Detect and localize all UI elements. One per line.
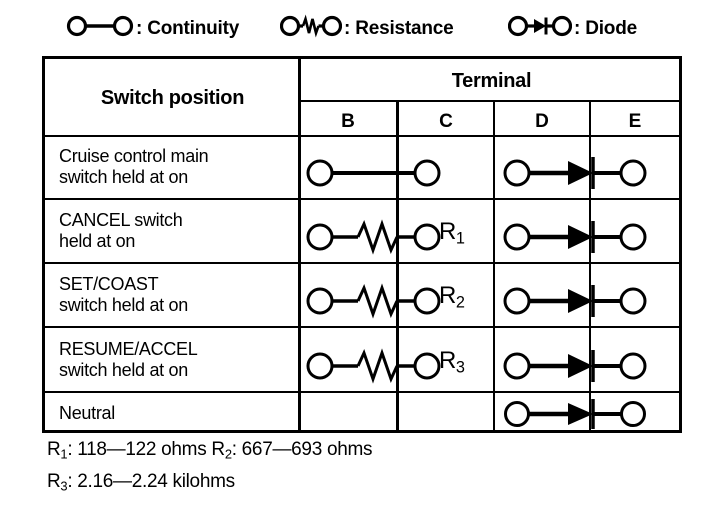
header-terminal-e: E <box>628 110 642 132</box>
row2-diode-symbol-de <box>500 215 650 264</box>
row4-resistance-tag: R3 <box>439 347 465 378</box>
header-terminal-b: B <box>341 110 355 132</box>
row-label-neutral: Neutral <box>59 403 299 424</box>
header-terminal-c: C <box>439 110 453 132</box>
resistance-tag-index: 3 <box>455 358 465 377</box>
legend-label-diode: : Diode <box>574 18 637 39</box>
row-label-line2: switch held at on <box>59 360 188 380</box>
row4-diode-symbol-de <box>500 344 650 393</box>
continuity-symbol <box>66 12 134 45</box>
row-label-line1: Cruise control main <box>59 146 209 166</box>
resistance-tag-index: 2 <box>455 293 465 312</box>
divider-b-c <box>396 100 399 430</box>
row-label-set-coast: SET/COAST switch held at on <box>59 274 299 316</box>
row1-continuity-symbol-bc <box>303 151 443 200</box>
diode-symbol <box>507 12 573 45</box>
resistance-tag-letter: R <box>439 282 456 309</box>
footnote-r1-index: 1 <box>60 446 68 462</box>
row5-diode-symbol-de <box>500 398 650 435</box>
footnote-r1-letter: R <box>47 439 61 460</box>
footnotes: R1: 118—122 ohms R2: 667—693 ohms R3: 2.… <box>47 436 373 500</box>
resistance-tag-letter: R <box>439 347 456 374</box>
row-label-line1: CANCEL switch <box>59 210 183 230</box>
switch-continuity-table: Switch position Terminal B C D E Cruise … <box>42 56 682 433</box>
resistance-symbol <box>279 12 343 45</box>
row1-diode-symbol-de <box>500 151 650 200</box>
legend-label-continuity: : Continuity <box>136 18 240 39</box>
row2-resistance-tag: R1 <box>439 218 465 249</box>
footnote-r3: R3: 2.16—2.24 kilohms <box>47 468 372 500</box>
resistance-tag-letter: R <box>439 218 456 245</box>
divider-d-e <box>589 100 591 430</box>
resistance-tag-index: 1 <box>455 229 465 248</box>
rule-terminal-subhead <box>298 100 679 102</box>
row-label-line2: held at on <box>59 231 136 251</box>
header-switch-position: Switch position <box>100 87 245 109</box>
row-label-cruise-control: Cruise control main switch held at on <box>59 146 299 188</box>
legend-item-diode: : Diode <box>507 12 637 45</box>
row2-resistance-symbol-bc <box>303 215 443 264</box>
rule-row2-bottom <box>45 262 679 264</box>
row4-resistance-symbol-bc <box>303 344 443 393</box>
footnote-r3-value: : 2.16—2.24 kilohms <box>67 470 235 492</box>
footnote-r1-r2: R1: 118—122 ohms R2: 667—693 ohms <box>47 436 373 468</box>
legend-item-continuity: : Continuity <box>66 12 239 45</box>
rule-header-bottom <box>45 135 679 137</box>
footnote-r3-letter: R <box>47 470 61 492</box>
row-label-cancel: CANCEL switch held at on <box>59 210 299 252</box>
legend: : Continuity : Resistance : Dio <box>0 12 704 46</box>
rule-row1-bottom <box>45 198 679 200</box>
footnote-r1-value: : 118—122 ohms R <box>67 439 225 460</box>
row3-resistance-symbol-bc <box>303 279 443 328</box>
row-label-line1: Neutral <box>59 403 115 423</box>
row3-resistance-tag: R2 <box>439 282 465 313</box>
header-terminal: Terminal <box>451 69 532 92</box>
divider-c-d <box>493 100 495 430</box>
rule-row3-bottom <box>45 326 679 328</box>
rule-row4-bottom <box>45 391 679 393</box>
row3-diode-symbol-de <box>500 279 650 328</box>
row-label-line1: RESUME/ACCEL <box>59 339 198 359</box>
footnote-r3-index: 3 <box>60 478 68 494</box>
row-label-line2: switch held at on <box>59 295 188 315</box>
row-label-resume-accel: RESUME/ACCEL switch held at on <box>59 339 299 381</box>
legend-item-resistance: : Resistance <box>279 12 454 45</box>
divider-switch-terminal <box>298 59 301 430</box>
row-label-line1: SET/COAST <box>59 274 159 294</box>
legend-label-resistance: : Resistance <box>344 18 454 39</box>
row-label-line2: switch held at on <box>59 167 188 187</box>
footnote-r2-index: 2 <box>224 446 232 462</box>
footnote-r2-value: : 667—693 ohms <box>231 439 373 460</box>
header-terminal-d: D <box>535 110 549 132</box>
